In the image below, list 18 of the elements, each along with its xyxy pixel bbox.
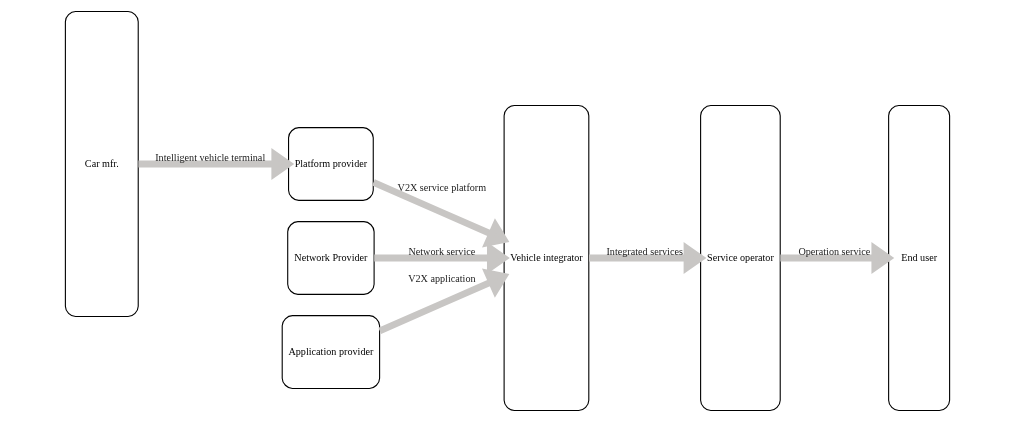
edge-label: Intelligent vehicle terminal bbox=[154, 152, 265, 164]
node-box: Application provider bbox=[281, 315, 380, 389]
arrow bbox=[137, 148, 294, 180]
node-box: Vehicle integrator bbox=[503, 105, 589, 411]
edge-label: Integrated services bbox=[606, 246, 683, 258]
arrow bbox=[377, 268, 509, 335]
edge-label: V2X service platform bbox=[397, 181, 486, 193]
node-box: Network Provider bbox=[286, 221, 375, 295]
arrow bbox=[779, 242, 894, 274]
node-box: Service operator bbox=[699, 105, 781, 411]
node-box: Platform provider bbox=[287, 127, 374, 201]
node-box: End user bbox=[887, 105, 950, 411]
edge-label: V2X application bbox=[407, 273, 476, 285]
edge-label: Operation service bbox=[797, 246, 870, 258]
arrow bbox=[371, 179, 509, 248]
node-box: Car mfr. bbox=[64, 11, 139, 317]
edge-label: Network service bbox=[407, 246, 475, 258]
arrow bbox=[588, 242, 706, 274]
